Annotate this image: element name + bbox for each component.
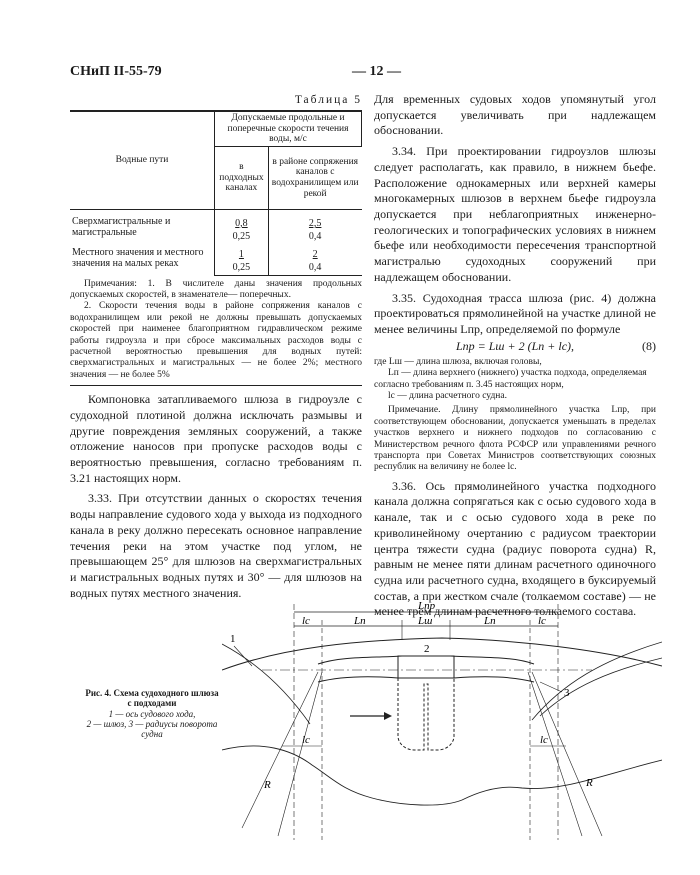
callout-leader [539, 681, 563, 693]
turning-arc [539, 657, 662, 717]
table-cell-name: Сверхмагистральные и магистральные [72, 215, 171, 239]
left-column: Таблица 5 Водные пути Допускаемые продол… [70, 92, 362, 606]
table-header-waterways: Водные пути [70, 111, 215, 210]
paragraph-3-36: 3.36. Ось прямолинейного участка подходн… [374, 478, 656, 619]
document-code: СНиП II-55-79 [70, 64, 162, 79]
table-caption: Таблица 5 [294, 94, 362, 106]
figure-title: Рис. 4. Схема судоходного шлюза с подход… [85, 688, 219, 709]
lock-chamber [397, 655, 455, 679]
paragraph: Компоновка затапливаемого шлюза в гидроу… [70, 392, 362, 485]
channel-wall [317, 676, 399, 683]
label-lpr: Lпр [417, 600, 436, 612]
formula-8: Lпр = Lш + 2 (Lп + lс), (8) [374, 339, 656, 354]
formula-where: Lп — длина верхнего (нижнего) участка по… [374, 368, 647, 390]
callout-2: 2 [424, 643, 430, 655]
table-notes: Примечания: 1. В числителе даны значения… [70, 279, 362, 382]
radius-line [241, 671, 319, 829]
label-lc: lс [302, 615, 310, 627]
table-cell-value: 0,4 [267, 230, 362, 244]
table-cell-value: 0,25 [214, 230, 269, 244]
label-ln: Lп [483, 615, 496, 627]
figure-legend: 2 — шлюз, 3 — радиусы поворота судна [86, 719, 218, 740]
divider [70, 385, 362, 387]
table-header-channels: в подходных каналах [214, 145, 269, 210]
callout-1: 1 [230, 633, 236, 645]
label-radius: R [263, 779, 271, 791]
paragraph-3-34: 3.34. При проектировании гидроузлов шлюз… [374, 144, 656, 284]
radius-line [527, 671, 583, 837]
table-note: Примечания: 1. В числителе даны значения… [70, 278, 362, 301]
formula-where: lс — длина расчетного судна. [388, 390, 507, 401]
label-lc: lс [538, 615, 546, 627]
table-cell-value: 0,4 [267, 261, 362, 276]
formula-where: где Lш — длина шлюза, включая головы, [374, 356, 542, 367]
lock-scheme-figure: Lпр lс Lп Lш Lп lс lс lс R R [222, 600, 662, 840]
label-radius: R [585, 777, 593, 789]
callout-leader [233, 645, 253, 667]
table-header-junction: в районе сопряжения каналов с водохранил… [267, 145, 362, 210]
radius-line [531, 671, 603, 837]
table-header-speeds: Допускаемые продольные и поперечные скор… [214, 111, 362, 147]
flow-arrow-head [384, 712, 392, 720]
table-note: 2. Скорости течения воды в районе сопряж… [70, 301, 362, 380]
figure-caption: Рис. 4. Схема судоходного шлюза с подход… [84, 688, 220, 740]
paragraph: Для временных судовых ходов упомянутый у… [374, 92, 656, 138]
table-5: Водные пути Допускаемые продольные и поп… [70, 111, 362, 276]
table-row: Местного значения и местного значения на… [70, 243, 362, 269]
table-cell-value: 2,5 [267, 209, 362, 231]
table-cell-name: Местного значения и местного значения на… [72, 247, 204, 270]
riverbank-line [222, 745, 662, 806]
table-cell-value: 1 [214, 243, 269, 262]
right-body-text: Для временных судовых ходов упомянутый у… [374, 92, 656, 338]
formula-text: Lпр = Lш + 2 (Lп + lс), [455, 338, 575, 353]
paragraph-3-33: 3.33. При отсутствии данных о скоростях … [70, 491, 362, 600]
label-lc: lс [302, 734, 310, 746]
table-cell-value: 0,8 [214, 209, 269, 231]
page-number: — 12 — [352, 64, 401, 79]
channel-wall [453, 676, 535, 683]
radius-line [277, 671, 323, 837]
note-3-35: Примечание. Длину прямолинейного участка… [374, 405, 656, 473]
table-row: Сверхмагистральные и магистральные 0,8 2… [70, 209, 362, 238]
table-cell-value: 0,25 [214, 261, 269, 276]
note-text: Примечание. Длину прямолинейного участка… [374, 405, 656, 473]
formula-number: (8) [642, 338, 656, 353]
callout-3: 3 [564, 687, 570, 699]
turning-arc [222, 643, 311, 725]
right-column: Для временных судовых ходов упомянутый у… [374, 92, 656, 625]
paragraph-3-35: 3.35. Судоходная трасса шлюза (рис. 4) д… [374, 290, 656, 337]
right-body-text-2: 3.36. Ось прямолинейного участка подходн… [374, 479, 656, 620]
riverbank-line [222, 637, 662, 671]
label-lsh: Lш [417, 615, 432, 627]
dam-outline [397, 678, 455, 751]
figure-legend: 1 — ось судового хода, [108, 708, 196, 719]
label-ln: Lп [353, 615, 366, 627]
channel-wall [317, 655, 535, 665]
page-header: СНиП II-55-79 — 12 — [70, 64, 654, 82]
left-body-text: Компоновка затапливаемого шлюза в гидроу… [70, 392, 362, 601]
turning-arc [531, 641, 662, 721]
label-lc: lс [540, 734, 548, 746]
table-cell-value: 2 [267, 243, 362, 262]
